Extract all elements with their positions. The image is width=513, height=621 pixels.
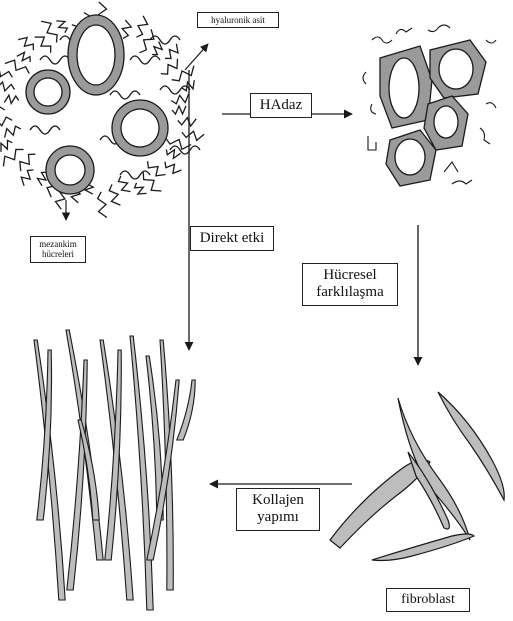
hyaluronic-strand <box>0 67 12 77</box>
mesenchymal-cell-1 <box>68 15 124 95</box>
hyaluronic-strand <box>56 21 67 33</box>
differentiation-line-1: Hücresel <box>307 267 393 284</box>
cell-a <box>380 46 432 128</box>
hyaluronic-strand <box>21 170 33 186</box>
hyaluronic-strand <box>135 183 147 194</box>
hyaluronic-strand <box>35 37 51 53</box>
hyaluronic-strand <box>5 126 21 137</box>
hyaluronic-strand <box>182 131 204 140</box>
hadaz-text: HAdaz <box>260 97 302 113</box>
collagen-fiber <box>177 380 195 440</box>
hyaluronic-strand <box>171 94 188 104</box>
degraded-cluster <box>363 25 496 186</box>
collagen-label: Kollajen yapımı <box>236 488 320 531</box>
hyaluronic-strand <box>40 56 70 64</box>
direct-effect-text: Direkt etki <box>200 230 265 246</box>
hyaluronic-strand <box>119 176 131 192</box>
hyaluronic-strand <box>18 38 33 51</box>
differentiation-label: Hücresel farklılaşma <box>302 263 398 306</box>
mesenchymal-cell-4 <box>46 146 94 194</box>
direct-effect-label: Direkt etki <box>190 226 274 251</box>
hyaluronic-strand <box>152 42 162 55</box>
hyaluronic-strand <box>150 36 180 44</box>
hyaluronic-strand <box>30 126 60 134</box>
mesenchymal-cell-3 <box>112 100 168 156</box>
hyaluronic-strand <box>20 154 35 171</box>
hyaluronic-strand <box>0 117 12 127</box>
hyaluronic-acid-label: hyaluronik asit <box>197 12 279 28</box>
differentiation-line-2: farklılaşma <box>307 284 393 301</box>
hyaluronic-strand <box>0 82 14 91</box>
hyaluronic-strand <box>148 161 166 176</box>
hyaluronic-strand <box>172 106 186 114</box>
cell-b <box>430 40 486 98</box>
hyaluronic-strand <box>137 16 148 37</box>
hyaluronic-strand <box>1 140 12 152</box>
mesenchymal-line-2: hücreleri <box>34 249 82 259</box>
cell-c <box>424 96 468 150</box>
hyaluronic-strand <box>161 59 178 74</box>
hyaluronic-strand <box>109 184 120 205</box>
hyaluronic-strand <box>122 20 131 38</box>
hyaluronic-strand <box>0 106 5 114</box>
hyaluronic-acid-pointer <box>185 44 208 70</box>
hyaluronic-strand <box>98 192 107 218</box>
fibroblast-3 <box>438 392 504 500</box>
hyaluronic-strand <box>165 44 178 59</box>
hyaluronic-strand <box>4 95 18 103</box>
fibroblast-4 <box>372 534 474 561</box>
hyaluronic-strand <box>165 162 182 174</box>
hyaluronic-strand <box>38 172 47 186</box>
collagen-fibers <box>34 330 195 610</box>
hadaz-label: HAdaz <box>250 93 312 118</box>
fibroblast-text: fibroblast <box>401 592 455 607</box>
hyaluronic-strand <box>182 80 194 91</box>
hyaluronic-strand <box>166 150 180 159</box>
mesenchymal-cells-label: mezankim hücreleri <box>30 236 86 263</box>
mesenchymal-cluster <box>0 2 204 218</box>
hyaluronic-strand <box>130 56 160 64</box>
collagen-line-2: yapımı <box>241 509 315 526</box>
hyaluronic-strand <box>178 118 196 127</box>
mesenchymal-line-1: mezankim <box>34 239 82 249</box>
fibroblasts <box>330 392 504 561</box>
mesenchymal-cell-2 <box>26 70 70 114</box>
fibroblast-label: fibroblast <box>386 588 470 612</box>
collagen-line-1: Kollajen <box>241 492 315 509</box>
hyaluronic-strand <box>17 52 30 62</box>
hyaluronic-acid-text: hyaluronik asit <box>211 15 265 25</box>
cell-d <box>386 130 436 186</box>
hyaluronic-strand <box>120 171 150 179</box>
hyaluronic-strand <box>110 91 140 99</box>
